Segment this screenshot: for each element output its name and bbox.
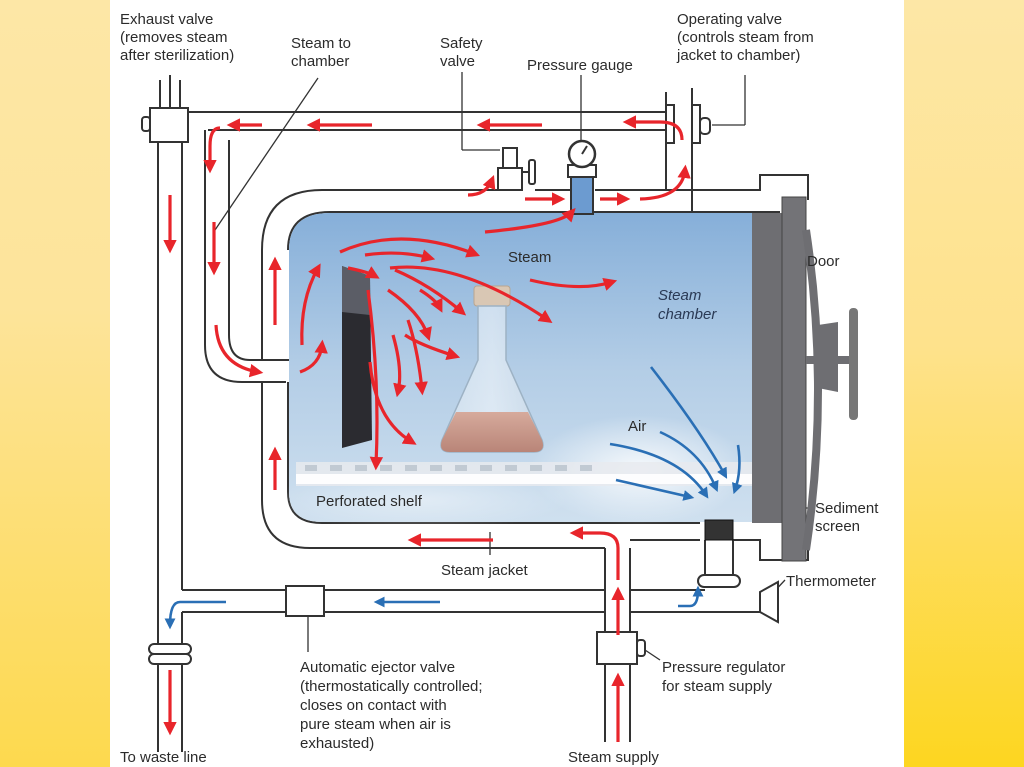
pipework xyxy=(157,72,812,752)
steam-arrow xyxy=(366,289,384,471)
steam-arrow xyxy=(214,324,264,378)
steam-arrow xyxy=(300,263,321,346)
automatic-ejector-valve-label: Automatic ejector valve(thermostatically… xyxy=(300,659,483,752)
steam-arrow xyxy=(364,249,436,263)
left-background-band xyxy=(0,0,110,767)
steam-arrow xyxy=(347,266,380,279)
to-waste-line-label: To waste line xyxy=(120,749,207,766)
pressure-gauge-label: Pressure gauge xyxy=(527,57,633,74)
steam-flow-arrows xyxy=(163,115,691,742)
steam-arrow xyxy=(203,126,221,174)
steam-arrow xyxy=(569,526,620,580)
air-arrow xyxy=(609,442,709,499)
flask xyxy=(440,285,544,453)
steam-arrow xyxy=(394,268,467,316)
steam-arrow xyxy=(639,164,691,201)
thermometer-label: Thermometer xyxy=(786,573,876,590)
waste-line-coupling xyxy=(148,643,192,665)
steam-arrow xyxy=(467,175,496,197)
steam-arrow xyxy=(299,339,328,374)
steam-arrow xyxy=(339,237,481,258)
steam-arrow xyxy=(484,208,576,234)
safety-valve xyxy=(497,147,536,191)
air-flow-arrows xyxy=(164,366,743,630)
air-arrow xyxy=(615,478,695,501)
pressure-gauge xyxy=(567,139,597,215)
thermometer-fitting xyxy=(697,574,779,624)
steam-arrow xyxy=(389,265,553,324)
right-background-band xyxy=(904,0,1024,767)
air-arrow xyxy=(649,366,728,479)
door-label: Door xyxy=(807,253,840,270)
steam-arrow xyxy=(406,319,428,396)
air-arrow xyxy=(732,444,743,495)
sample-tray xyxy=(342,266,372,448)
steam-arrow xyxy=(404,333,461,360)
steam-arrow xyxy=(622,115,684,141)
steam-arrow xyxy=(391,334,407,398)
air-arrow xyxy=(659,430,719,493)
air-label: Air xyxy=(628,418,646,435)
air-arrow xyxy=(678,585,704,608)
pressure-regulator xyxy=(596,631,646,665)
perforated-shelf-label: Perforated shelf xyxy=(316,493,423,510)
air-arrow xyxy=(164,600,226,630)
steam-arrow xyxy=(387,288,432,342)
steam-label: Steam xyxy=(508,249,551,266)
automatic-ejector-valve xyxy=(285,585,325,617)
sediment-screen xyxy=(704,519,734,541)
exhaust-valve xyxy=(141,75,189,143)
steam-arrow xyxy=(529,277,618,291)
door xyxy=(752,196,858,562)
steam-supply-label: Steam supply xyxy=(568,749,659,766)
steam-arrow xyxy=(368,361,417,445)
steam-arrow xyxy=(419,288,443,313)
steam-jacket-label: Steam jacket xyxy=(441,562,529,579)
